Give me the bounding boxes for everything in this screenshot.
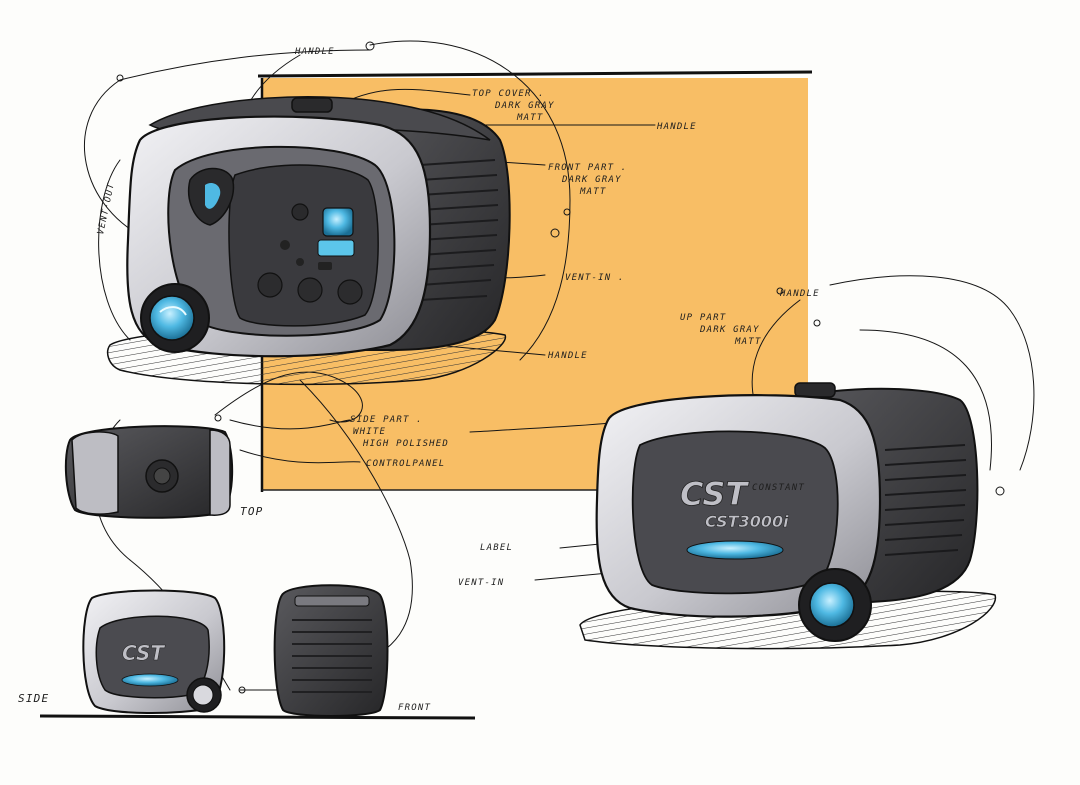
logo-model: CST3000i: [705, 512, 789, 531]
label-top-cover-finish: MATT: [516, 113, 543, 123]
logo-brand: CST: [680, 475, 749, 513]
label-handle-top: HANDLE: [294, 47, 335, 57]
label-front-view: FRONT: [398, 703, 431, 713]
front-view-sketch: [273, 584, 389, 717]
side-logo: CST: [122, 641, 165, 665]
right-generator-sketch: CST CONSTANT CST3000i: [579, 382, 997, 650]
label-vent-out: VENT-OUT: [96, 182, 117, 236]
label-top-cover: TOP COVER .: [472, 89, 545, 99]
label-top-view: TOP: [240, 505, 263, 518]
label-vent-in-right: VENT-IN: [458, 578, 504, 588]
right-vent-slats: [884, 444, 967, 556]
top-handle: [291, 97, 333, 113]
label-up-part-handle: HANDLE: [779, 289, 820, 299]
side-view-sketch: CST: [82, 589, 226, 715]
vent-in-slats: [419, 159, 499, 301]
label-front-part-color: DARK GRAY: [561, 175, 622, 185]
label-up-part-color: DARK GRAY: [699, 325, 760, 335]
label-vent-in-main: VENT-IN .: [565, 273, 625, 283]
label-front-part: FRONT PART .: [548, 163, 627, 173]
label-top-cover-color: DARK GRAY: [494, 101, 555, 111]
label-up-part-finish: MATT: [734, 337, 761, 347]
label-side-part-color: WHITE: [353, 427, 386, 437]
top-view-sketch: [64, 425, 234, 519]
label-side-view: SIDE: [18, 692, 49, 705]
label-side-part-finish: HIGH POLISHED: [362, 439, 449, 449]
ground-line: [39, 714, 476, 720]
leader-dots: [116, 41, 1005, 694]
label-label: LABEL: [480, 543, 513, 553]
label-control-panel: CONTROLPANEL: [366, 459, 445, 469]
label-handle-right: HANDLE: [656, 122, 697, 132]
label-handle-mid: HANDLE: [547, 351, 588, 361]
label-up-part: UP PART: [680, 313, 726, 323]
label-side-part: SIDE PART .: [350, 415, 423, 425]
main-generator-sketch: [107, 96, 511, 386]
logo-tagline: CONSTANT: [752, 483, 805, 493]
label-front-part-finish: MATT: [579, 187, 606, 197]
annotations: HANDLE VENT-OUT TOP COVER . DARK GRAY MA…: [18, 47, 820, 713]
